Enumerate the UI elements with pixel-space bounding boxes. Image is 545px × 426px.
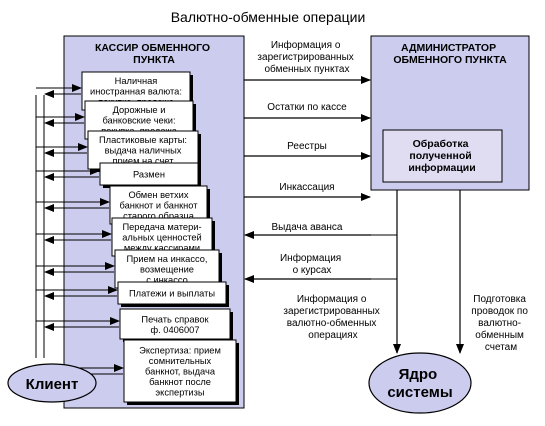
card-box xyxy=(99,162,199,186)
card-label-line: выдача наличных xyxy=(105,146,182,156)
card-box xyxy=(119,308,231,340)
card-label-line: Размен xyxy=(133,170,165,180)
card-label-line: Наличная xyxy=(115,76,158,86)
flow-label: Информация о зарегистрированных обменных… xyxy=(257,39,356,75)
processing-label-line: полученной xyxy=(409,150,471,162)
card-label-line: между кассирами xyxy=(124,243,200,253)
cashier-label-line: КАССИР ОБМЕННОГО xyxy=(95,42,210,54)
card-label-line: Пластиковые карты: xyxy=(99,135,187,145)
card-label-line: Обмен ветхих xyxy=(128,190,188,200)
card-label-line: Дорожные и xyxy=(113,105,166,115)
core-flow-label: Информация о зарегистрированных валютно-… xyxy=(283,293,382,341)
card-label-line: альных ценностей xyxy=(122,233,201,243)
diagram-title: Валютно-обменные операции xyxy=(171,9,366,25)
admin-label-line: ОБМЕННОГО ПУНКТА xyxy=(393,54,507,66)
flow-label: Реестры xyxy=(287,141,327,152)
flow-arrows xyxy=(244,76,397,283)
card-label: Платежи и выплаты xyxy=(129,289,215,299)
card-label-line: Экспертиза: прием xyxy=(139,346,221,356)
admin-label-line: АДМИНИСТРАТОР xyxy=(401,42,496,54)
card-label-line: прием на счет xyxy=(113,156,175,166)
cashier-label-line: ПУНКТА xyxy=(133,54,175,66)
core-ellipse xyxy=(368,352,472,414)
operation-card: Платежи и выплаты xyxy=(117,281,229,307)
operation-card: Размен xyxy=(99,162,201,188)
card-label-line: банкнот после xyxy=(149,377,211,387)
card-label-line: Прием на инкассо, xyxy=(126,254,207,264)
client-label: Клиент xyxy=(26,376,79,393)
card-label-line: иностранная валюта: xyxy=(90,87,182,97)
card-label-line: банкнот, выдача xyxy=(145,367,216,377)
card-label-line: Печать справок xyxy=(141,314,209,324)
client-ellipse xyxy=(7,363,97,403)
core-flow-label: Подготовка проводок по валютно- обменным… xyxy=(471,294,530,353)
processing-box xyxy=(382,129,503,183)
card-label-line: сомнительных xyxy=(149,356,212,366)
flow-label: Выдача аванса xyxy=(272,222,343,233)
card-label-line: с инкассо xyxy=(146,275,188,285)
processing-label-line: информации xyxy=(408,162,475,174)
core-label: Ядро системы xyxy=(387,366,452,401)
card-label-line: старого образца xyxy=(123,211,195,221)
core-label-line: системы xyxy=(387,384,452,401)
card-label: Размен xyxy=(133,170,165,180)
card-label-line: экспертизы xyxy=(155,388,204,398)
processing-label-line: Обработка xyxy=(413,138,469,150)
card-box xyxy=(123,339,237,403)
flow-label: Инкассация xyxy=(279,182,334,193)
client-bracket xyxy=(35,95,45,358)
core-label-line: Ядро xyxy=(399,366,438,383)
card-label-line: ф. 0406007 xyxy=(150,325,199,335)
processing-label: Обработка полученной информации xyxy=(408,138,475,174)
card-box xyxy=(117,281,227,305)
cashier-label: КАССИР ОБМЕННОГО ПУНКТА xyxy=(95,42,213,66)
flow-label: Остатки по кассе xyxy=(267,102,347,113)
flow-label: Информация о курсах xyxy=(280,252,344,276)
card-label-line: Платежи и выплаты xyxy=(129,289,215,299)
card-label-line: возмещение xyxy=(140,265,194,275)
card-label-line: банкнот и банкнот xyxy=(119,201,198,211)
card-label-line: банковские чеки: xyxy=(102,116,175,126)
admin-label: АДМИНИСТРАТОР ОБМЕННОГО ПУНКТА xyxy=(393,42,507,66)
card-label-line: Передача матери- xyxy=(122,222,201,232)
